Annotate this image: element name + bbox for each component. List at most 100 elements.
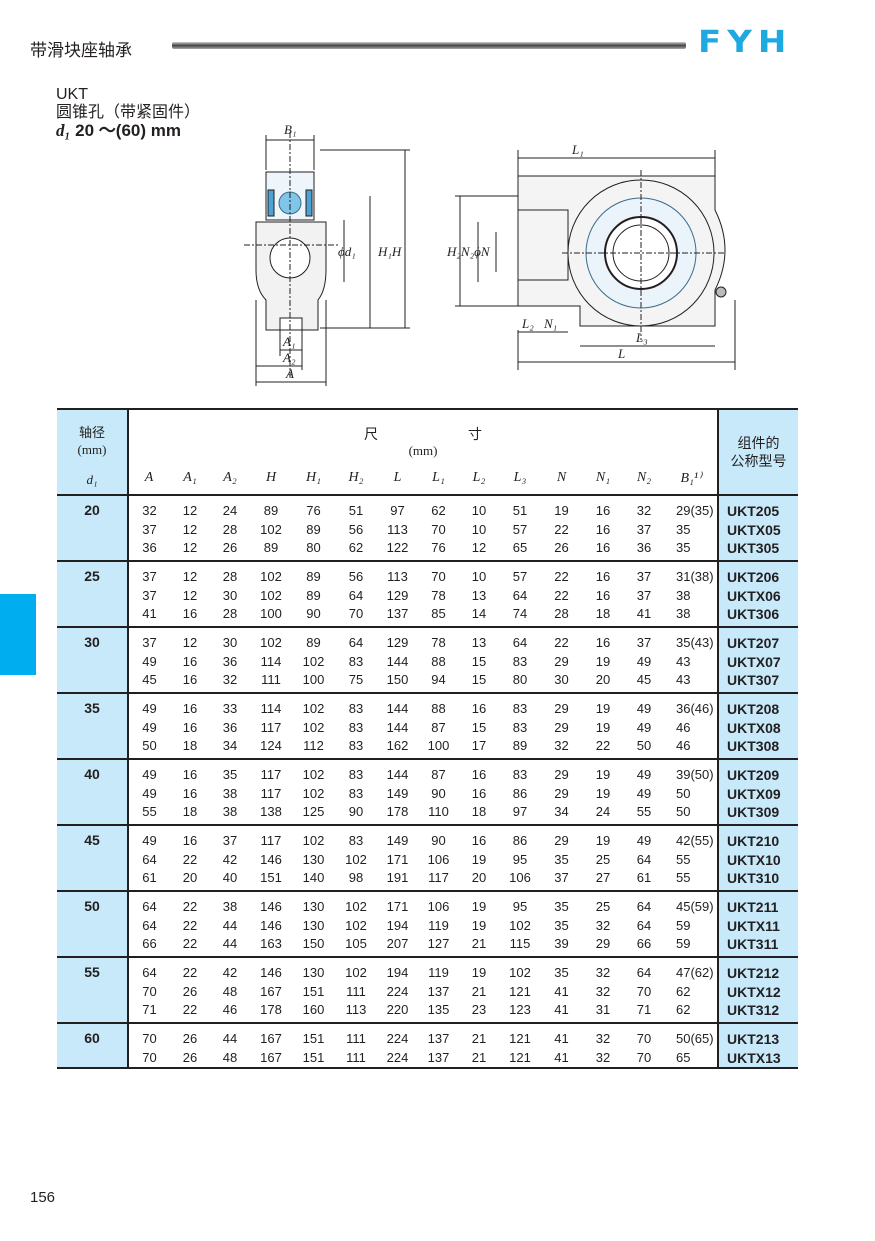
dim-value: 56: [348, 521, 364, 537]
dim-value: 66: [636, 936, 652, 951]
dim-value: 20: [595, 672, 611, 687]
dim-value: 102: [260, 635, 282, 650]
dim-value: 74: [512, 606, 528, 621]
dim-value: 137: [427, 983, 450, 999]
dim-value: 36: [222, 653, 238, 669]
dim-value: 48: [222, 1049, 238, 1065]
dim-value: 16: [182, 653, 198, 669]
model-number: UKT208: [727, 701, 780, 717]
dim-value: 16: [182, 785, 198, 801]
dim-value: 26: [222, 540, 238, 555]
dim-value: 37: [142, 635, 157, 650]
dim-value: 83: [348, 719, 364, 735]
dim-value: 19: [595, 653, 611, 669]
dim-value: 65: [512, 540, 528, 555]
series-heading: UKT 圆锥孔（带紧固件） d₁ 20 ～(60) mm: [56, 86, 200, 140]
dim-value: 121: [509, 983, 531, 999]
dim-value: 64: [512, 635, 528, 650]
dim-value: 146: [260, 917, 282, 933]
model-number: UKT305: [727, 540, 780, 556]
model-number: UKT211: [727, 899, 779, 915]
dim-value: 106: [427, 851, 450, 867]
dim-value: 111: [346, 1031, 366, 1046]
dim-value: 12: [182, 569, 198, 584]
dim-value: 106: [427, 899, 450, 914]
dim-value: 35: [554, 917, 569, 933]
dim-value: 194: [386, 917, 409, 933]
dim-value: 49: [142, 833, 157, 848]
dim-value: 102: [260, 521, 282, 537]
header-rule: [172, 42, 686, 49]
label-A: A: [285, 366, 294, 381]
dim-value: 55: [636, 804, 652, 819]
dim-value: 32: [595, 917, 611, 933]
dim-value: 47(62): [676, 965, 714, 980]
dim-value: 86: [512, 785, 528, 801]
dim-value: 29: [595, 936, 611, 951]
dim-value: 38: [676, 587, 691, 603]
dim-value: 64: [142, 965, 157, 980]
dim-value: 37: [636, 635, 652, 650]
dim-value: 31: [595, 1002, 611, 1017]
dim-value: 26: [182, 983, 198, 999]
dim-value: 30: [554, 672, 569, 687]
dim-value: 19: [595, 767, 611, 782]
column-header-9: L₃: [513, 470, 527, 485]
dim-value: 29: [554, 767, 569, 782]
dim-value: 49: [142, 719, 157, 735]
dim-value: 137: [427, 1049, 450, 1065]
dim-value: 36: [636, 540, 652, 555]
dim-value: 87: [431, 719, 446, 735]
dim-value: 64: [512, 587, 528, 603]
dim-value: 130: [302, 851, 325, 867]
dim-value: 50(65): [676, 1031, 714, 1046]
series-bore: 圆锥孔（带紧固件）: [56, 104, 201, 121]
column-header-0: A: [144, 470, 154, 485]
dim-value: 46: [676, 738, 691, 753]
dim-value: 12: [182, 587, 198, 603]
dim-value: 22: [595, 738, 611, 753]
dim-value: 220: [386, 1002, 409, 1017]
model-number: UKTX09: [727, 785, 781, 802]
dim-value: 119: [428, 965, 449, 980]
model-number: UKT312: [727, 1002, 780, 1018]
